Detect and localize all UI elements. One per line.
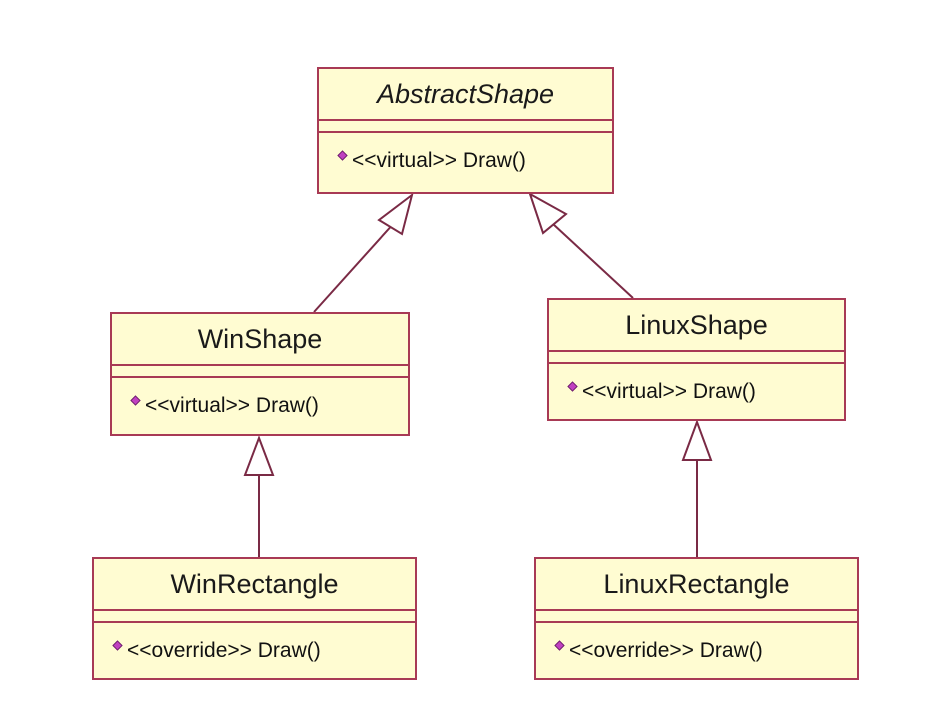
generalization-line-winshape bbox=[313, 221, 396, 313]
operation-signature: <<virtual>> Draw() bbox=[582, 380, 756, 403]
operation-draw[interactable]: <<override>> Draw() bbox=[554, 639, 763, 663]
attributes-compartment bbox=[112, 366, 408, 378]
operation-signature: <<override>> Draw() bbox=[127, 639, 321, 662]
operations-compartment: <<virtual>> Draw() bbox=[112, 378, 408, 434]
class-name: LinuxRectangle bbox=[536, 559, 857, 611]
public-operation-icon bbox=[130, 394, 141, 406]
operation-draw[interactable]: <<virtual>> Draw() bbox=[130, 394, 319, 418]
attributes-compartment bbox=[536, 611, 857, 623]
class-name: WinShape bbox=[112, 314, 408, 366]
operations-compartment: <<override>> Draw() bbox=[94, 623, 415, 679]
class-win-shape[interactable]: WinShape <<virtual>> Draw() bbox=[110, 312, 410, 436]
class-linux-rectangle[interactable]: LinuxRectangle <<override>> Draw() bbox=[534, 557, 859, 680]
class-linux-shape[interactable]: LinuxShape <<virtual>> Draw() bbox=[547, 298, 846, 421]
inheritance-arrowhead-icon bbox=[528, 191, 568, 235]
attributes-compartment bbox=[549, 352, 844, 364]
public-operation-icon bbox=[554, 639, 565, 651]
operation-draw[interactable]: <<virtual>> Draw() bbox=[567, 380, 756, 404]
attributes-compartment bbox=[94, 611, 415, 623]
operation-signature: <<virtual>> Draw() bbox=[145, 394, 319, 417]
class-name: AbstractShape bbox=[319, 69, 612, 121]
class-abstract-shape[interactable]: AbstractShape <<virtual>> Draw() bbox=[317, 67, 614, 194]
operations-compartment: <<override>> Draw() bbox=[536, 623, 857, 679]
class-name: WinRectangle bbox=[94, 559, 415, 611]
inheritance-arrowhead-icon bbox=[377, 192, 414, 236]
class-win-rectangle[interactable]: WinRectangle <<override>> Draw() bbox=[92, 557, 417, 680]
operation-signature: <<virtual>> Draw() bbox=[352, 149, 526, 172]
public-operation-icon bbox=[112, 639, 123, 651]
attributes-compartment bbox=[319, 121, 612, 133]
operation-draw[interactable]: <<override>> Draw() bbox=[112, 639, 321, 663]
generalization-line-linuxshape bbox=[552, 223, 634, 299]
public-operation-icon bbox=[337, 149, 348, 161]
operations-compartment: <<virtual>> Draw() bbox=[549, 364, 844, 420]
inheritance-arrowhead-icon bbox=[243, 435, 275, 476]
class-name: LinuxShape bbox=[549, 300, 844, 352]
operations-compartment: <<virtual>> Draw() bbox=[319, 133, 612, 189]
operation-signature: <<override>> Draw() bbox=[569, 639, 763, 662]
public-operation-icon bbox=[567, 380, 578, 392]
operation-draw[interactable]: <<virtual>> Draw() bbox=[337, 149, 526, 173]
inheritance-arrowhead-icon bbox=[681, 419, 713, 461]
